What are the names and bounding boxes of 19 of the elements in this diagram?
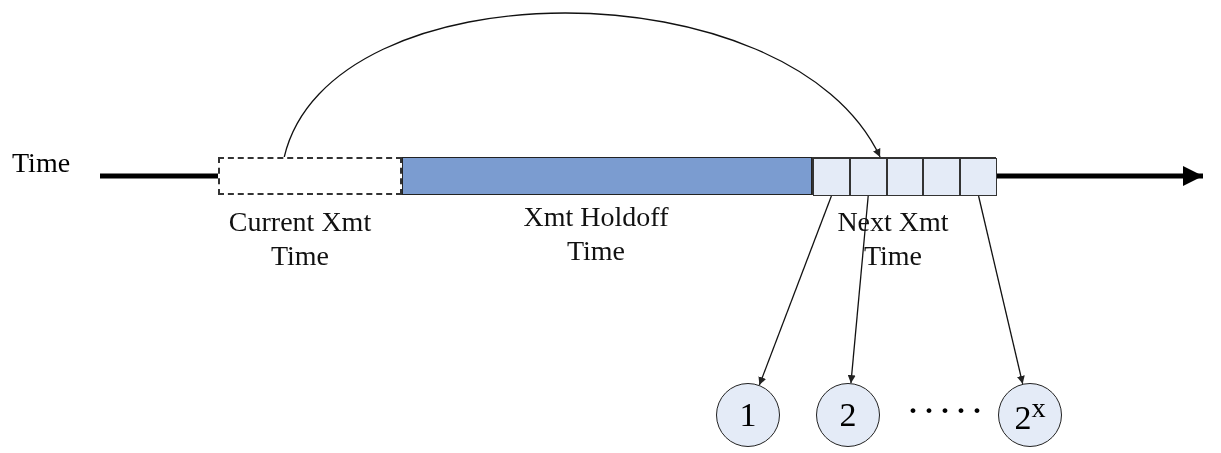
arrow — [977, 195, 1025, 385]
numbered-circle: 2$^{x}$ — [998, 383, 1062, 447]
caption-text: Xmt Holdoff Time — [522, 200, 670, 268]
axis-label: Time — [12, 147, 71, 179]
slot-group — [812, 157, 996, 195]
holdoff-bar — [402, 157, 812, 195]
time-slot — [813, 158, 850, 196]
arrow — [758, 195, 833, 386]
time-slot — [923, 158, 961, 196]
arrow — [847, 195, 869, 384]
dashed-time-box — [218, 157, 402, 195]
time-slot — [849, 158, 887, 196]
ellipsis-dots: ····· — [908, 393, 989, 427]
arrow — [283, 12, 881, 158]
numbered-circle: 2 — [816, 383, 880, 447]
caption-text: Current Xmt Time — [227, 205, 373, 273]
time-slot — [960, 158, 997, 196]
numbered-circle: 1 — [716, 383, 780, 447]
time-slot — [886, 158, 924, 196]
